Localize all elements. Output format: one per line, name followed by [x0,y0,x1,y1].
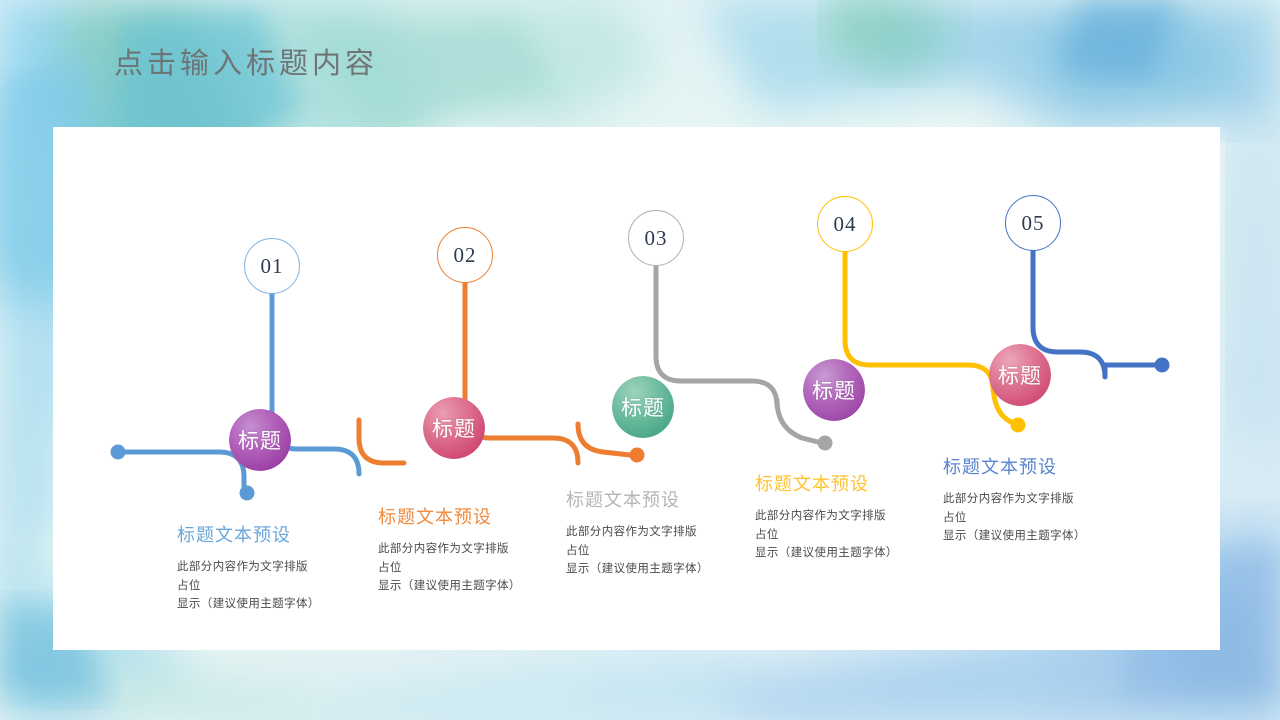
step-heading: 标题文本预设 [177,525,291,545]
step-heading: 标题文本预设 [378,507,492,527]
step-body-line: 占位 [755,528,779,541]
step-number-circle-05[interactable]: 05 [1005,195,1061,251]
step-body-line: 此部分内容作为文字排版 [943,493,1074,505]
step-body-line: 此部分内容作为文字排版 [378,543,509,555]
step-body-line: 显示（建议使用主题字体） [177,598,320,611]
step-number-circle-03[interactable]: 03 [628,210,684,266]
step-body-line: 显示（建议使用主题字体） [378,580,521,593]
step-body-line: 占位 [378,561,402,574]
step-body-line: 占位 [177,579,201,592]
step-number-circle-02[interactable]: 02 [437,227,493,283]
step-number-label: 01 [260,253,284,278]
step-body-line: 此部分内容作为文字排版 [177,561,308,573]
step-heading: 标题文本预设 [566,490,680,510]
step-body: 此部分内容作为文字排版 占位 显示（建议使用主题字体） [943,490,1158,546]
step-badge-label: 标题 [238,430,282,453]
step-body-line: 占位 [943,511,967,524]
step-badge-label: 标题 [432,418,476,441]
step-number-label: 04 [833,211,857,236]
step-body: 此部分内容作为文字排版 占位 显示（建议使用主题字体） [566,523,781,579]
step-number-label: 02 [453,242,477,267]
step-number-label: 05 [1021,210,1045,235]
step-badge-circle-03[interactable]: 标题 [612,376,674,438]
step-heading: 标题文本预设 [943,457,1057,477]
step-badge-label: 标题 [812,380,856,403]
step-badge-circle-02[interactable]: 标题 [423,397,485,459]
step-body-line: 占位 [566,544,590,557]
step-badge-label: 标题 [998,365,1042,388]
step-body: 此部分内容作为文字排版 占位 显示（建议使用主题字体） [177,558,392,614]
page-title: 点击输入标题内容 [114,48,379,80]
step-badge-circle-01[interactable]: 标题 [229,409,291,471]
step-body: 此部分内容作为文字排版 占位 显示（建议使用主题字体） [755,507,970,563]
step-text-block-05: 标题文本预设 此部分内容作为文字排版 占位 显示（建议使用主题字体） [943,453,1158,546]
step-number-circle-04[interactable]: 04 [817,196,873,252]
step-body-line: 显示（建议使用主题字体） [943,530,1086,543]
step-body-line: 此部分内容作为文字排版 [566,526,697,538]
step-body: 此部分内容作为文字排版 占位 显示（建议使用主题字体） [378,540,593,596]
step-text-block-02: 标题文本预设 此部分内容作为文字排版 占位 显示（建议使用主题字体） [378,503,593,596]
step-text-block-03: 标题文本预设 此部分内容作为文字排版 占位 显示（建议使用主题字体） [566,486,781,579]
step-body-line: 显示（建议使用主题字体） [566,563,709,576]
step-badge-label: 标题 [621,397,665,420]
step-body-line: 此部分内容作为文字排版 [755,510,886,522]
step-body-line: 显示（建议使用主题字体） [755,547,898,560]
step-number-circle-01[interactable]: 01 [244,238,300,294]
step-number-label: 03 [644,225,668,250]
step-text-block-04: 标题文本预设 此部分内容作为文字排版 占位 显示（建议使用主题字体） [755,470,970,563]
step-badge-circle-04[interactable]: 标题 [803,359,865,421]
step-badge-circle-05[interactable]: 标题 [989,344,1051,406]
step-heading: 标题文本预设 [755,474,869,494]
step-text-block-01: 标题文本预设 此部分内容作为文字排版 占位 显示（建议使用主题字体） [177,521,392,614]
